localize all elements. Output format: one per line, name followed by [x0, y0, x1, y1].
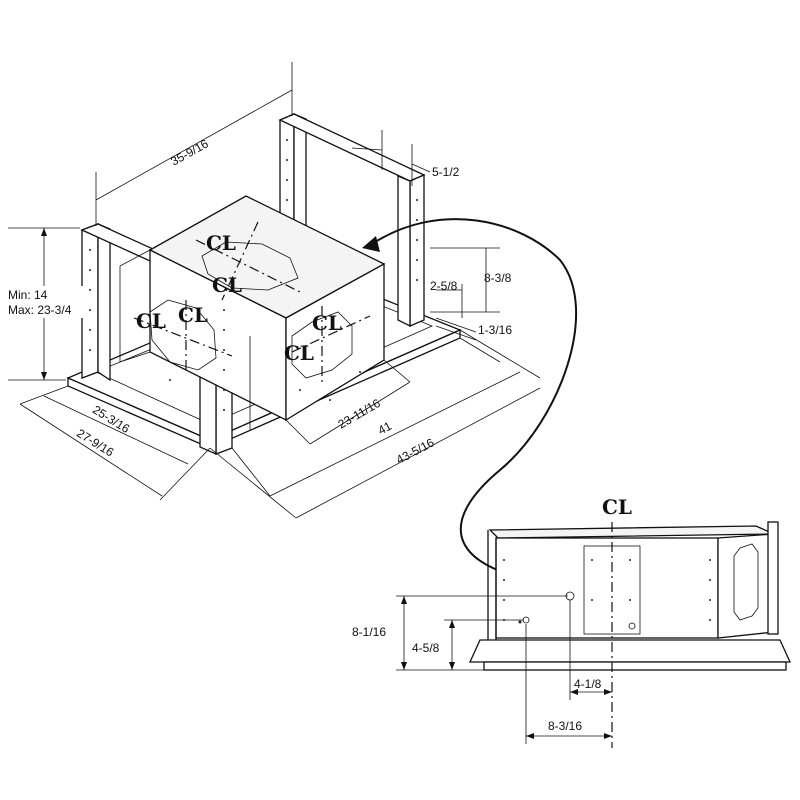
dim-right-offset: 2-5/8: [430, 279, 463, 318]
dim-side-height: 8-1/16: [350, 595, 568, 671]
dim-upright-width: 5-1/2: [351, 130, 460, 186]
dim-label: 5-1/2: [432, 165, 460, 179]
side-base-flange: [468, 639, 792, 663]
dim-height: Min: 14 Max: 23-3/4: [4, 227, 86, 381]
dim-label: 8-1/16: [352, 625, 386, 639]
centerline-symbol: CL: [312, 311, 342, 335]
dim-label: 41: [376, 419, 395, 438]
centerline-symbol: CL: [212, 273, 242, 297]
dim-label: 8-3/16: [548, 719, 582, 733]
side-view: CL 8-1/16 4-5/8 4-1/8: [350, 495, 792, 748]
dim-side-offset-long: 8-3/16: [525, 624, 612, 744]
dim-label: Min: 14: [8, 288, 48, 302]
dim-label: 35-9/16: [168, 136, 211, 168]
dim-top-width: 35-9/16: [95, 62, 293, 226]
dim-label: Max: 23-3/4: [8, 303, 72, 317]
dim-label: 43-5/16: [394, 435, 437, 467]
dim-label: 4-5/8: [412, 641, 440, 655]
centerline-symbol: CL: [284, 341, 314, 365]
centerline-symbol: CL: [136, 309, 166, 333]
dim-label: 4-1/8: [574, 677, 602, 691]
dim-right-height: 8-3/8: [430, 247, 512, 313]
side-base-plate: [483, 661, 787, 671]
side-right-face: [717, 533, 775, 639]
side-upright: [767, 521, 779, 635]
frame-rivets: [89, 139, 418, 411]
dim-side-lower-height: 4-5/8: [410, 619, 524, 670]
side-top-edge: [488, 525, 775, 539]
dim-label: 1-3/16: [478, 323, 512, 337]
dim-side-offset: 4-1/8: [569, 600, 612, 700]
dim-label: 2-5/8: [430, 279, 458, 293]
side-front-face: [495, 537, 719, 639]
centerline-symbol: CL: [206, 231, 236, 255]
centerlines-iso: CL CL CL CL CL CL: [133, 221, 371, 386]
dim-flange: 1-3/16: [435, 317, 512, 341]
centerline-symbol: CL: [602, 495, 632, 519]
isometric-view: CL CL CL CL CL CL 35: [4, 62, 541, 519]
dim-label: 8-3/8: [484, 271, 512, 285]
centerline-symbol: CL: [178, 303, 208, 327]
duct-openings: [149, 241, 353, 379]
